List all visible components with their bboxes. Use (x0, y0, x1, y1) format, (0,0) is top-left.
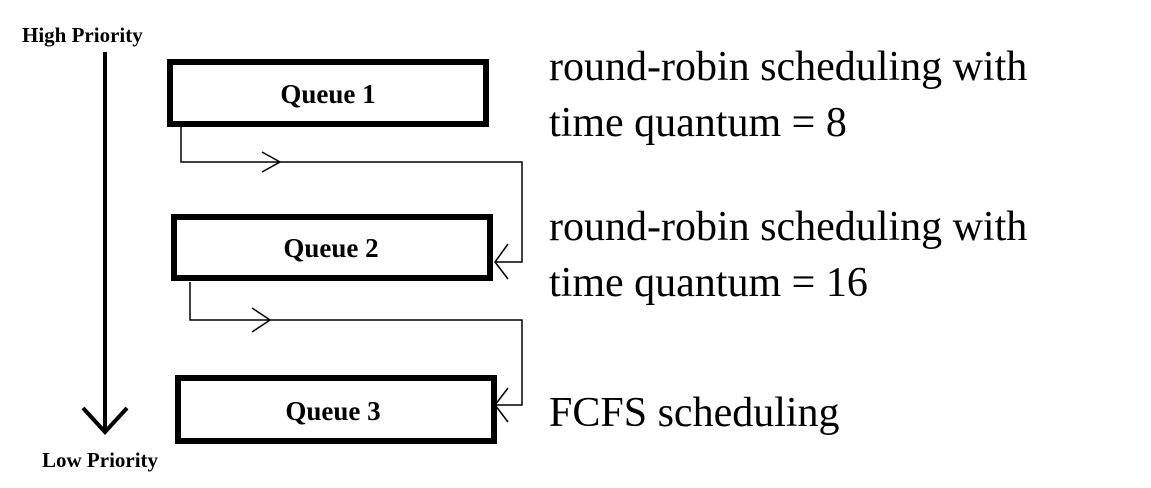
queue-1-description-line-2: time quantum = 8 (549, 100, 847, 146)
queue-1-label: Queue 1 (280, 79, 375, 109)
low-priority-label: Low Priority (42, 448, 159, 472)
connector-q2-to-q3 (189, 282, 523, 406)
connector-q1-end-arrowhead (494, 243, 509, 280)
queue-2-description-line-2: time quantum = 16 (549, 260, 868, 306)
priority-axis-arrowhead (81, 406, 129, 435)
queue-1-description-line-1: round-robin scheduling with (549, 44, 1027, 90)
connector-q1-mid-arrowhead (261, 151, 282, 173)
queue-2-description-line-1: round-robin scheduling with (549, 204, 1027, 250)
connector-q2-mid-arrowhead (251, 307, 272, 333)
queue-3-description-line-1: FCFS scheduling (549, 390, 840, 436)
queue-2-box (171, 214, 493, 281)
queue-3-label: Queue 3 (285, 396, 380, 426)
high-priority-label: High Priority (22, 23, 143, 47)
queue-1-box (167, 59, 489, 127)
queue-3-box (175, 375, 497, 444)
connector-q1-to-q2 (180, 127, 523, 263)
queue-2-label: Queue 2 (283, 233, 378, 263)
